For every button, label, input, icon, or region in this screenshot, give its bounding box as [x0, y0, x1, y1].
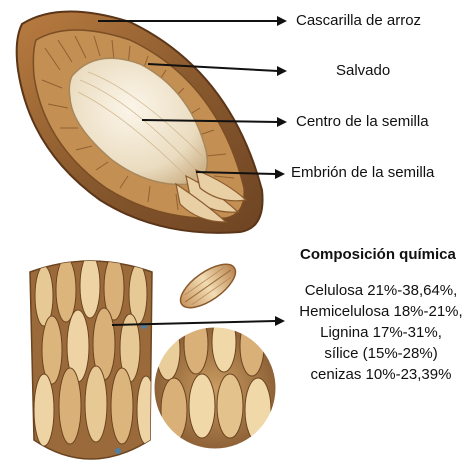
composition-item: Hemicelulosa 18%-21%,: [286, 301, 475, 322]
label-seed-center: Centro de la semilla: [296, 113, 429, 131]
label-seed-embryo: Embrión de la semilla: [291, 164, 434, 182]
composition-item: Lignina 17%-31%,: [286, 322, 475, 343]
composition-list: Celulosa 21%-38,64%, Hemicelulosa 18%-21…: [286, 280, 475, 385]
magnified-husk-detail: [153, 312, 277, 450]
rice-husk-cluster: [30, 254, 155, 459]
composition-item: Celulosa 21%-38,64%,: [286, 280, 475, 301]
label-bran: Salvado: [336, 62, 390, 80]
single-rice-seed: [174, 256, 242, 316]
composition-item: cenizas 10%-23,39%: [286, 364, 475, 385]
composition-item: sílice (15%-28%): [286, 343, 475, 364]
label-husk: Cascarilla de arroz: [296, 12, 421, 30]
composition-title: Composición química: [300, 246, 456, 264]
